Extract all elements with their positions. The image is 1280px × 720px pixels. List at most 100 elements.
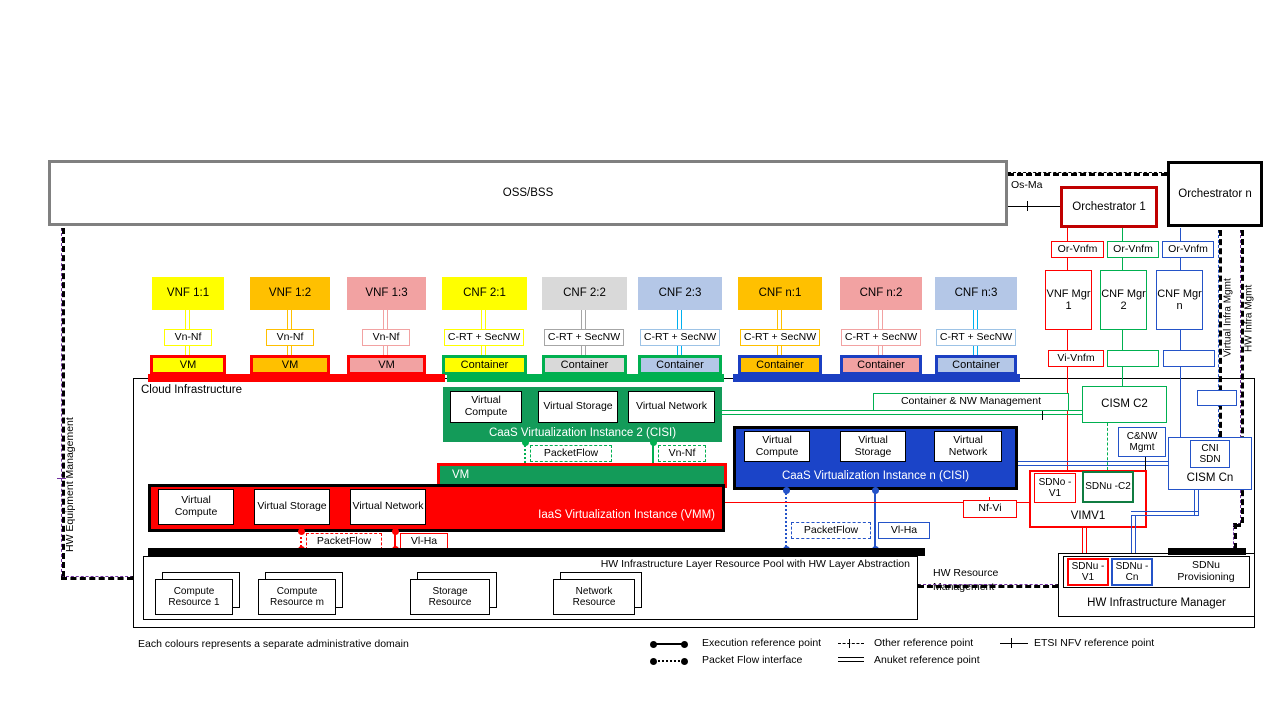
cloud-infrastructure-label: Cloud Infrastructure: [141, 384, 242, 396]
cnf-n-3-unit: Container: [935, 355, 1017, 375]
vnf-1-3-iface: Vn-Nf: [362, 329, 410, 346]
cnf-n-3-unit-text: Container: [952, 358, 1000, 371]
caasn-label: CaaS Virtualization Instance n (CISI): [733, 468, 1018, 484]
legend-other-line: [838, 643, 864, 644]
caasn-vlha-text: Vl-Ha: [890, 523, 918, 536]
vnf-1-2-unit-text: VM: [281, 358, 299, 371]
cnw-mgmt-box: C&NW Mgmt: [1118, 427, 1166, 457]
caas2-anuket-tick: [1042, 406, 1043, 420]
vnf-1-1-unit: VM: [150, 355, 226, 375]
legend-execution-line: [654, 643, 684, 645]
legend-other-tick: [849, 639, 850, 648]
cnw-mgmt-label: C&NW Mgmt: [1126, 430, 1158, 453]
virtual-infra-mgmt-line: [1218, 230, 1222, 437]
vnf-1-3-label: VNF 1:3: [365, 287, 408, 300]
cni-sdn-label: CNI SDN: [1199, 442, 1221, 465]
os-ma-label: Os-Ma: [1011, 179, 1043, 191]
hw-infra-mgmt-line-2: [1233, 523, 1237, 549]
cismcn-sdnu-link-h: [1131, 511, 1199, 516]
cnf-n-1-label: CNF n:1: [758, 287, 802, 300]
or-vnfm-n-label: Or-Vnfm: [1162, 241, 1214, 258]
oss-orchestrator-n-line: [1008, 172, 1167, 176]
cnf-n-3-iface: C-RT + SecNW: [936, 329, 1016, 346]
oss-bss-label: OSS/BSS: [502, 186, 554, 199]
iaas-packetflow-text: PacketFlow: [316, 534, 372, 547]
storage-resource-label: Storage Resource: [428, 585, 472, 608]
iaas-label-text: IaaS Virtualization Instance (VMM): [538, 508, 715, 521]
vnf-1-2-label: VNF 1:2: [268, 287, 312, 300]
sdnu-provisioning-text: SDNu Provisioning: [1177, 559, 1235, 583]
cnf-n-1-box: CNF n:1: [738, 277, 822, 310]
cni-sdn-box: CNI SDN: [1190, 440, 1230, 468]
vi-vnfm-label: Vi-Vnfm: [1048, 350, 1104, 367]
sdnu-c2-label: SDNu -C2: [1085, 481, 1131, 493]
caasn-virtual-compute: Virtual Compute: [744, 431, 810, 462]
orchestrator-n-box: Orchestrator n: [1167, 161, 1263, 227]
cnf-2-3-iface-text: C-RT + SecNW: [643, 330, 717, 343]
nf-vi-label: Nf-Vi: [963, 500, 1017, 518]
vnf-1-3-iface-text: Vn-Nf: [372, 330, 400, 343]
cnf-n-1-iface-text: C-RT + SecNW: [743, 330, 817, 343]
caas2-virtual-network-label: Virtual Network: [636, 400, 707, 413]
cnf-2-3-label: CNF 2:3: [658, 287, 702, 300]
iaas-vlha-text: Vl-Ha: [410, 534, 438, 547]
cnfm-blue-line: [1180, 228, 1181, 437]
vnf-1-2-iface: Vn-Nf: [266, 329, 314, 346]
iaas-virtual-network-label: Virtual Network: [352, 500, 424, 513]
vnf-1-3-unit-text: VM: [378, 358, 395, 371]
cnf-2-2-iface: C-RT + SecNW: [544, 329, 624, 346]
or-vnfm-1-text: Or-Vnfm: [1057, 242, 1098, 255]
nf-vi-text: Nf-Vi: [978, 502, 1002, 515]
compute-resource-1-box: Compute Resource 1: [155, 579, 233, 615]
caasn-anuket-line: [1018, 461, 1168, 466]
caas2-virtual-storage: Virtual Storage: [538, 391, 618, 423]
legend-note: Each colours represents a separate admin…: [138, 638, 409, 650]
hw-equipment-mgmt-line-h: [61, 576, 133, 580]
network-resource-box: Network Resource: [553, 579, 635, 615]
vnf-1-2-unit: VM: [250, 355, 330, 375]
cism-cn-text: CISM Cn: [1186, 472, 1234, 485]
iaas-virtual-storage-label: Virtual Storage: [257, 500, 327, 513]
legend-packetflow-label: Packet Flow interface: [702, 654, 803, 666]
or-vnfm-n-text: Or-Vnfm: [1168, 242, 1208, 255]
cnf-mgr-2-box: CNF Mgr 2: [1100, 270, 1147, 330]
cism-c2-dashed-line: [1107, 423, 1108, 470]
cnf-n-1-iface: C-RT + SecNW: [740, 329, 820, 346]
or-vnfm-1-label: Or-Vnfm: [1051, 241, 1104, 258]
caasn-virtual-storage: Virtual Storage: [840, 431, 906, 462]
cnf-2-1-unit: Container: [442, 355, 527, 375]
hw-infra-manager-text: HW Infrastructure Manager: [1087, 596, 1226, 609]
vnfm-red-line: [1067, 228, 1068, 470]
iaas-label: IaaS Virtualization Instance (VMM): [440, 507, 715, 523]
oss-bss-box: OSS/BSS: [48, 160, 1008, 226]
vnf-1-2-iface-text: Vn-Nf: [276, 330, 304, 343]
container-nw-mgmt-label: Container & NW Management: [873, 393, 1069, 411]
iaas-vlha-line: [394, 532, 396, 551]
orchestrator-n-label: Orchestrator n: [1178, 187, 1252, 200]
sdnu-cn-box: SDNu -Cn: [1111, 558, 1153, 586]
caasn-packetflow-label: PacketFlow: [791, 522, 871, 539]
cnf-n-2-box: CNF n:2: [840, 277, 922, 310]
vnf-mgr-1-label: VNF Mgr 1: [1046, 287, 1091, 312]
sdnu-v1-box: SDNu -V1: [1067, 558, 1109, 586]
caasn-packetflow-text: PacketFlow: [803, 523, 859, 536]
cnf-n-2-iface-text: C-RT + SecNW: [844, 330, 918, 343]
cnf-2-2-label: CNF 2:2: [563, 287, 606, 300]
iaas-virtual-compute-label: Virtual Compute: [174, 494, 218, 518]
hw-pool-label: HW Infrastructure Layer Resource Pool wi…: [380, 558, 910, 572]
orchestrator-1-box: Orchestrator 1: [1060, 186, 1158, 228]
vnf-1-3-unit: VM: [347, 355, 426, 375]
vnf-1-1-iface: Vn-Nf: [164, 329, 212, 346]
caas2-virtual-compute-label: Virtual Compute: [464, 394, 508, 418]
cismcn-sdnu-link-v2: [1131, 516, 1136, 556]
hw-pool-box: [143, 556, 918, 620]
legend-execution-dot-right: [681, 641, 688, 648]
caasn-vlha-label: Vl-Ha: [878, 522, 930, 539]
iaas-virtual-network: Virtual Network: [350, 489, 426, 525]
cnf-n-2-label: CNF n:2: [859, 287, 903, 300]
cnf-n-1-unit-text: Container: [756, 358, 804, 371]
caas2-vnnf-text: Vn-Nf: [668, 446, 696, 459]
compute-resource-m-box: Compute Resource m: [258, 579, 336, 615]
legend-packetflow-dot-right: [681, 658, 688, 665]
